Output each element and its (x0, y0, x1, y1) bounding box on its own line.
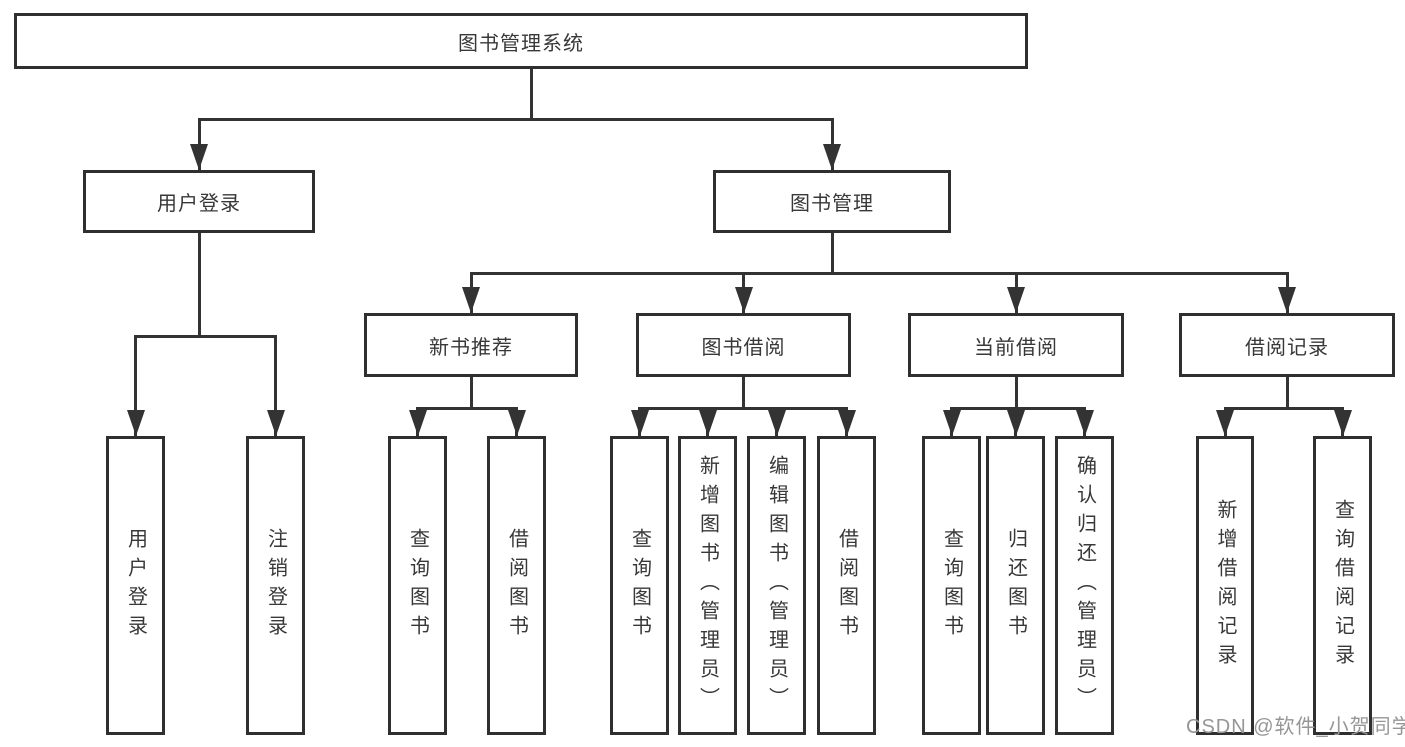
node-label-leaf-bw-add: 新增图书（管理员） (696, 455, 719, 716)
arrow-down-icon (837, 410, 856, 436)
node-label-leaf-nb-query: 查询图书 (406, 527, 429, 644)
diagram-node-leaf-rec-add: 新增借阅记录 (1196, 436, 1254, 735)
connector-line-horizontal (197, 118, 834, 121)
watermark: CSDN @软件_小贺同学 (1186, 716, 1405, 738)
node-label-leaf-cur-query: 查询图书 (940, 527, 963, 644)
node-label-root: 图书管理系统 (458, 32, 584, 55)
diagram-node-leaf-bw-borrow: 借阅图书 (817, 436, 876, 735)
diagram-node-leaf-logout: 注销登录 (246, 436, 305, 735)
node-label-book-borrow: 图书借阅 (701, 336, 786, 359)
connector-line-vertical (134, 335, 137, 436)
arrow-down-icon (767, 410, 786, 436)
node-label-current-borrow: 当前借阅 (974, 336, 1058, 359)
node-label-leaf-cur-return: 归还图书 (1004, 527, 1027, 644)
diagram-node-root: 图书管理系统 (14, 13, 1028, 69)
diagram-node-leaf-cur-query: 查询图书 (922, 436, 981, 735)
arrow-down-icon (823, 144, 841, 170)
arrow-down-icon (942, 410, 961, 436)
node-label-leaf-nb-borrow: 借阅图书 (505, 527, 528, 644)
node-label-borrow-records: 借阅记录 (1245, 336, 1329, 359)
diagram-node-leaf-bw-query: 查询图书 (610, 436, 669, 735)
arrow-down-icon (190, 144, 208, 170)
connector-line-vertical (830, 233, 834, 275)
arrow-down-icon (734, 287, 753, 313)
arrow-down-icon (1333, 410, 1352, 436)
arrow-down-icon (507, 410, 526, 436)
connector-line-horizontal (638, 407, 848, 410)
connector-line-horizontal (469, 272, 1289, 275)
arrow-down-icon (698, 410, 717, 436)
diagram-node-new-book-recommend: 新书推荐 (364, 313, 578, 377)
arrow-down-icon (462, 287, 480, 313)
arrow-down-icon (1216, 410, 1234, 436)
node-label-new-book-recommend: 新书推荐 (429, 336, 513, 359)
diagram-node-leaf-nb-query: 查询图书 (388, 436, 447, 735)
diagram-node-leaf-bw-edit: 编辑图书（管理员） (747, 436, 806, 735)
arrow-down-icon (408, 410, 427, 436)
connector-line-vertical (469, 377, 473, 410)
diagram-node-book-management: 图书管理 (713, 170, 951, 233)
diagram-node-borrow-records: 借阅记录 (1179, 313, 1395, 377)
node-label-leaf-rec-query: 查询借阅记录 (1331, 498, 1354, 673)
diagram-node-leaf-bw-add: 新增图书（管理员） (678, 436, 737, 735)
node-label-leaf-bw-edit: 编辑图书（管理员） (765, 455, 788, 716)
diagram-node-current-borrow: 当前借阅 (908, 313, 1124, 377)
diagram-node-leaf-user-login: 用户登录 (106, 436, 165, 735)
diagram-node-book-borrow: 图书借阅 (636, 313, 851, 377)
node-label-book-management: 图书管理 (790, 193, 874, 215)
connector-line-horizontal (416, 407, 518, 410)
connector-line-horizontal (1223, 407, 1344, 410)
node-label-leaf-logout: 注销登录 (264, 527, 287, 644)
arrow-down-icon (630, 410, 649, 436)
connector-line-vertical (1285, 377, 1289, 410)
node-label-leaf-user-login: 用户登录 (124, 527, 147, 644)
diagram-node-leaf-cur-confirm: 确认归还（管理员） (1055, 436, 1114, 735)
connector-line-vertical (742, 377, 745, 410)
arrow-down-icon (1278, 287, 1296, 313)
diagram-node-leaf-cur-return: 归还图书 (986, 436, 1045, 735)
arrow-down-icon (126, 410, 145, 436)
connector-line-vertical (274, 335, 277, 436)
node-label-leaf-bw-borrow: 借阅图书 (835, 527, 858, 644)
arrow-down-icon (1075, 410, 1094, 436)
node-label-leaf-bw-query: 查询图书 (628, 527, 651, 644)
connector-line-vertical (1014, 377, 1018, 410)
connector-line-horizontal (950, 407, 1086, 410)
diagram-node-leaf-nb-borrow: 借阅图书 (487, 436, 546, 735)
connector-line-horizontal (134, 335, 277, 338)
diagram-node-user-login: 用户登录 (83, 170, 315, 233)
connector-line-vertical (197, 233, 201, 338)
arrow-down-icon (1006, 410, 1025, 436)
node-label-leaf-rec-add: 新增借阅记录 (1214, 498, 1236, 673)
diagram-node-leaf-rec-query: 查询借阅记录 (1313, 436, 1372, 735)
node-label-leaf-cur-confirm: 确认归还（管理员） (1073, 455, 1096, 716)
node-label-user-login: 用户登录 (157, 193, 241, 215)
arrow-down-icon (1007, 287, 1025, 313)
connector-line-vertical (529, 69, 533, 121)
arrow-down-icon (266, 410, 285, 436)
